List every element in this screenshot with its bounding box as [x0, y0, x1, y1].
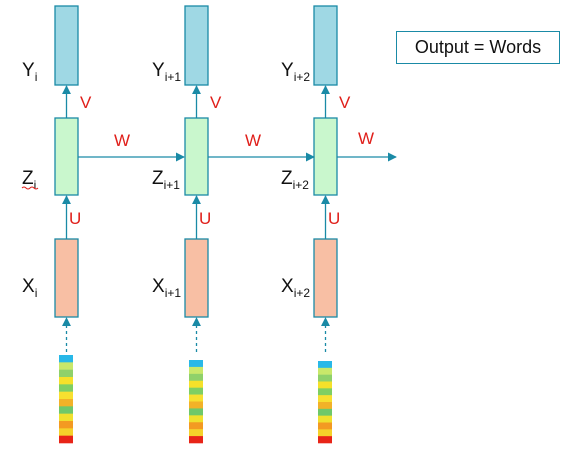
hidden-box-3 [313, 117, 338, 196]
word-vector-1-cell [59, 377, 73, 385]
word-vector-1-cell [59, 355, 73, 363]
weight-w-label-3: W [358, 129, 374, 148]
word-vector-2-cell [189, 408, 203, 416]
word-vector-2-cell [189, 401, 203, 409]
output-legend-box: Output = Words [396, 31, 560, 64]
weight-u-label-2: U [199, 209, 211, 228]
output-box-3 [313, 5, 338, 86]
weight-v-label-3: V [339, 93, 351, 112]
weight-v-label-2: V [210, 93, 222, 112]
word-vector-1-cell [59, 391, 73, 400]
hidden-box-2 [184, 117, 209, 196]
input-box-2 [184, 238, 209, 318]
word-vector-3-cell [318, 436, 332, 444]
z-label-1: Zi [22, 168, 36, 192]
word-vector-3-cell [318, 408, 332, 416]
word-vector-3-cell [318, 429, 332, 437]
word-vector-1-cell [59, 428, 73, 436]
word-vector-2-cell [189, 380, 203, 388]
word-vector-1-cell [59, 384, 73, 392]
y-label-3: Yi+2 [281, 60, 310, 84]
word-vector-1-cell [59, 406, 73, 414]
weight-w-label-1: W [114, 131, 130, 150]
weight-w-label-2: W [245, 131, 261, 150]
word-vector-3-cell [318, 367, 332, 375]
word-vector-3-cell [318, 395, 332, 403]
word-vector-2-cell [189, 373, 203, 382]
word-vector-1-cell [59, 435, 73, 444]
output-box-2 [184, 5, 209, 86]
weight-u-label-1: U [69, 209, 81, 228]
word-vector-2-cell [189, 394, 203, 402]
input-box-3 [313, 238, 338, 318]
x-label-3: Xi+2 [281, 276, 310, 300]
word-vector-1-cell [59, 421, 73, 429]
word-vector-2-cell [189, 387, 203, 395]
y-label-2: Yi+1 [152, 60, 181, 84]
word-vector-2-cell [189, 415, 203, 423]
y-label-1: Yi [22, 60, 37, 84]
word-vector-1-cell [59, 362, 73, 370]
word-vector-3-cell [318, 415, 332, 423]
word-vector-3-cell [318, 422, 332, 430]
word-vector-2-cell [189, 422, 203, 430]
word-vector-2-cell [189, 360, 203, 368]
weight-v-label-1: V [80, 93, 92, 112]
word-vector-1-cell [59, 413, 73, 422]
word-vector-1-cell [59, 399, 73, 407]
word-vector-1-cell [59, 369, 73, 378]
hidden-box-1 [54, 117, 79, 196]
output-box-1 [54, 5, 79, 86]
weight-u-label-3: U [328, 209, 340, 228]
output-legend-text: Output = Words [414, 37, 542, 57]
word-vector-2-cell [189, 366, 203, 375]
word-vector-2-cell [189, 429, 203, 437]
word-vector-2-cell [189, 436, 203, 444]
spellcheck-squiggle [21, 186, 39, 190]
z-label-2: Zi+1 [152, 168, 180, 192]
input-box-1 [54, 238, 79, 318]
z-label-3: Zi+2 [281, 168, 309, 192]
x-label-1: Xi [22, 276, 37, 300]
word-vector-3-cell [318, 361, 332, 369]
word-vector-3-cell [318, 374, 332, 382]
word-vector-3-cell [318, 388, 332, 396]
x-label-2: Xi+1 [152, 276, 181, 300]
word-vector-3-cell [318, 402, 332, 410]
word-vector-3-cell [318, 381, 332, 389]
